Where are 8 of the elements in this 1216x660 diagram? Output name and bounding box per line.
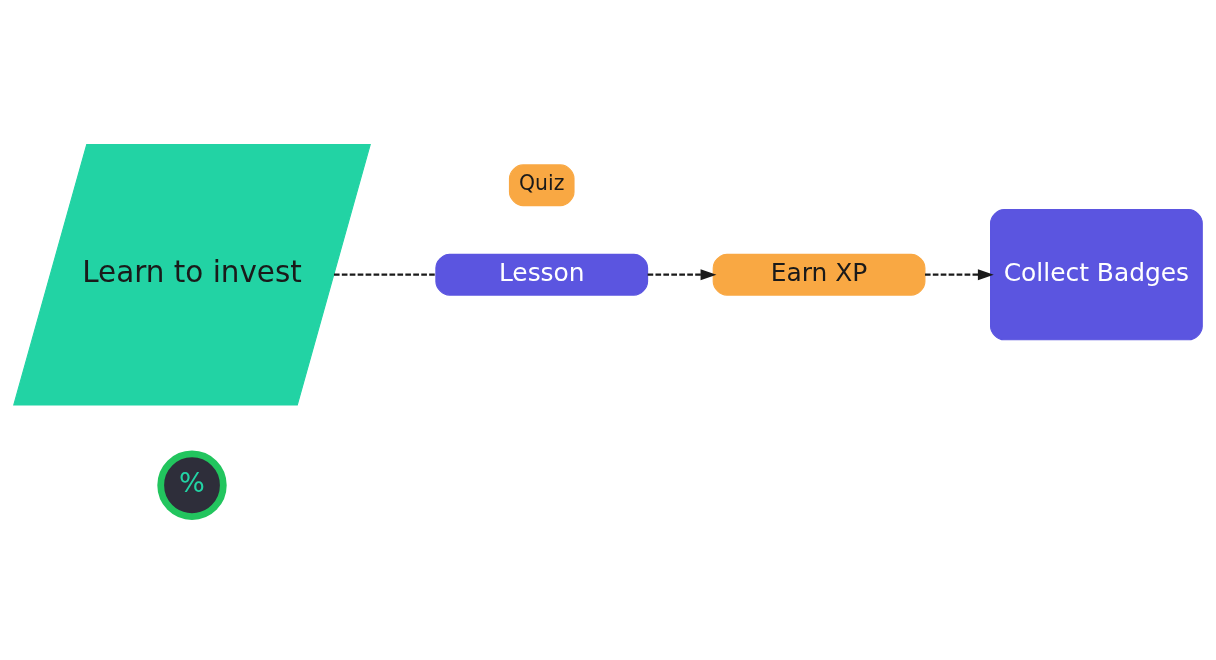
- arrow: [647, 268, 717, 280]
- connector: [333, 273, 436, 276]
- node-box: Lesson: [435, 253, 649, 296]
- node-box: Earn XP: [712, 253, 926, 296]
- arrow: [925, 268, 994, 280]
- node-box: Collect Badges: [990, 208, 1203, 340]
- node-circle: %: [157, 450, 227, 520]
- node-box: Quiz: [508, 163, 575, 206]
